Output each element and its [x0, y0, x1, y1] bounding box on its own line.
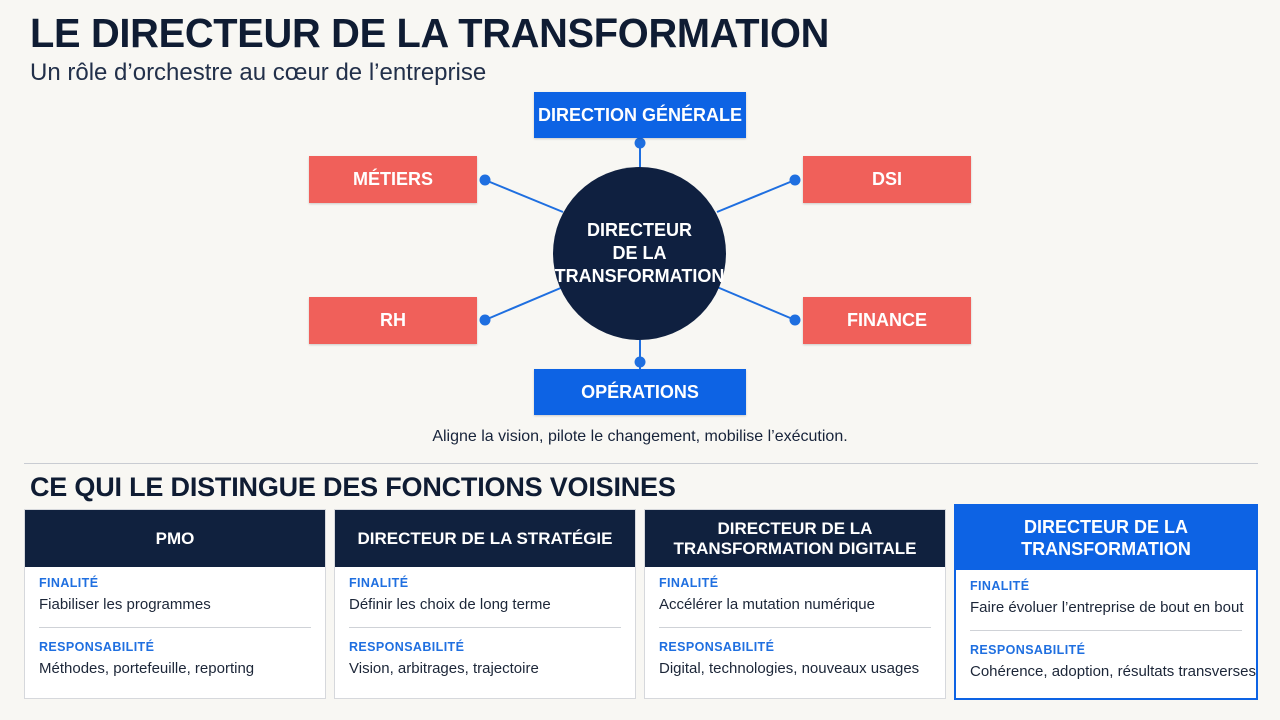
node-rh: RH — [309, 297, 477, 344]
connector-top-right — [716, 179, 796, 213]
card-separator — [349, 627, 621, 628]
responsibility-value: Cohérence, adoption, résultats transvers… — [970, 663, 1256, 680]
card-separator — [970, 630, 1242, 631]
responsibility-label: RESPONSABILITÉ — [39, 640, 155, 654]
connector-dot-bottom-right — [789, 314, 801, 326]
purpose-value: Faire évoluer l’entreprise de bout en bo… — [970, 599, 1244, 616]
node-metiers: MÉTIERS — [309, 156, 477, 203]
hub-directeur-transformation: DIRECTEUR DE LA TRANSFORMATION — [553, 167, 726, 340]
card-pmo: PMO FINALITÉ Fiabiliser les programmes R… — [24, 509, 326, 699]
card-header: PMO — [25, 510, 325, 567]
card-directeur-strategie: DIRECTEUR DE LA STRATÉGIE FINALITÉ Défin… — [334, 509, 636, 699]
connector-bottom-left — [484, 286, 564, 321]
connector-dot-top-left — [479, 174, 491, 186]
card-header: DIRECTEUR DE LA TRANSFORMATION DIGITALE — [645, 510, 945, 567]
responsibility-label: RESPONSABILITÉ — [970, 643, 1086, 657]
card-title: PMO — [155, 528, 195, 548]
responsibility-value: Vision, arbitrages, trajectoire — [349, 660, 539, 677]
node-finance: FINANCE — [803, 297, 971, 344]
responsibility-label: RESPONSABILITÉ — [659, 640, 775, 654]
section-divider — [24, 463, 1258, 464]
connector-bottom-right — [716, 286, 796, 321]
connector-dot-bottom-left — [479, 314, 491, 326]
connector-top-left — [484, 179, 564, 213]
page-subtitle: Un rôle d’orchestre au cœur de l’entrepr… — [30, 59, 487, 86]
card-header: DIRECTEUR DE LA STRATÉGIE — [335, 510, 635, 567]
purpose-label: FINALITÉ — [970, 579, 1030, 593]
node-direction-generale: DIRECTION GÉNÉRALE — [534, 92, 746, 138]
connector-dot-bottom — [634, 356, 646, 368]
connector-dot-top — [634, 137, 646, 149]
hub-line-3: TRANSFORMATION — [554, 266, 725, 286]
purpose-label: FINALITÉ — [659, 576, 719, 590]
card-title-line-1: DIRECTEUR DE LA — [717, 518, 873, 538]
responsibility-label: RESPONSABILITÉ — [349, 640, 465, 654]
card-directeur-transformation-digitale: DIRECTEUR DE LA TRANSFORMATION DIGITALE … — [644, 509, 946, 699]
card-separator — [39, 627, 311, 628]
purpose-value: Accélérer la mutation numérique — [659, 596, 875, 613]
responsibility-value: Digital, technologies, nouveaux usages — [659, 660, 920, 677]
card-directeur-transformation: DIRECTEUR DE LA TRANSFORMATION FINALITÉ … — [954, 504, 1258, 700]
card-separator — [659, 627, 931, 628]
purpose-label: FINALITÉ — [39, 576, 99, 590]
page-title: LE DIRECTEUR DE LA TRANSFORMATION — [30, 10, 830, 56]
connector-dot-top-right — [789, 174, 801, 186]
card-title-line-1: DIRECTEUR DE LA — [1023, 517, 1188, 537]
comparison-title: CE QUI LE DISTINGUE DES FONCTIONS VOISIN… — [30, 472, 676, 502]
card-title-line-2: TRANSFORMATION DIGITALE — [673, 538, 917, 558]
responsibility-value: Méthodes, portefeuille, reporting — [39, 660, 255, 677]
purpose-value: Fiabiliser les programmes — [39, 596, 211, 613]
node-dsi: DSI — [803, 156, 971, 203]
purpose-value: Définir les choix de long terme — [349, 596, 551, 613]
card-header: DIRECTEUR DE LA TRANSFORMATION — [956, 506, 1256, 570]
diagram-tagline: Aligne la vision, pilote le changement, … — [432, 428, 848, 445]
hub-connectors — [479, 137, 801, 370]
card-title: DIRECTEUR DE LA STRATÉGIE — [357, 528, 613, 548]
card-title-line-2: TRANSFORMATION — [1021, 539, 1191, 559]
node-operations: OPÉRATIONS — [534, 369, 746, 415]
purpose-label: FINALITÉ — [349, 576, 409, 590]
hub-line-2: DE LA — [612, 243, 667, 263]
hub-line-1: DIRECTEUR — [586, 220, 692, 240]
